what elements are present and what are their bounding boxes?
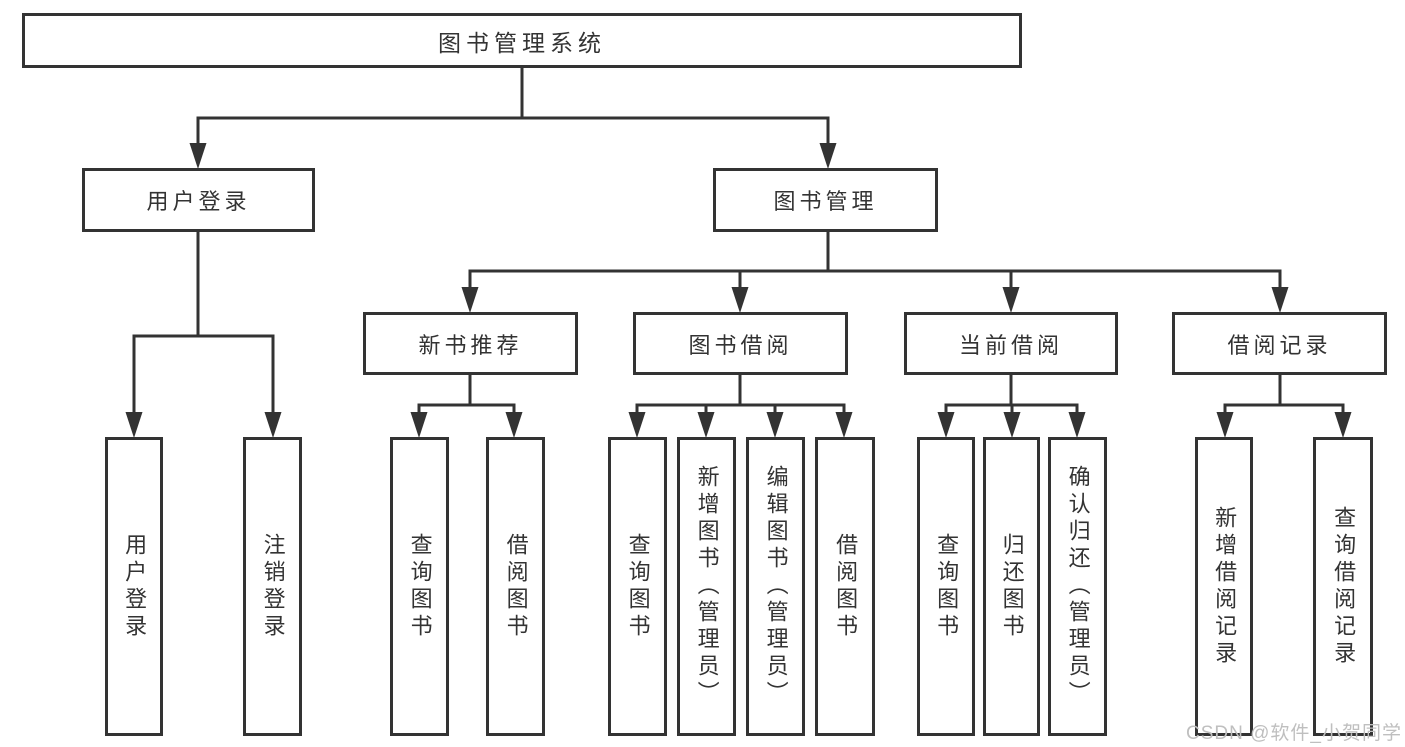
node-book-borrowing: 图书借阅	[633, 312, 848, 375]
arrow-down-icon	[937, 412, 955, 438]
connector-userlogin-to-leaves	[132, 232, 275, 416]
watermark: CSDN @软件_小贺同学	[1186, 723, 1402, 744]
node-user-login: 用户登录	[82, 168, 315, 232]
leaf-borrow-books-recommend: 借阅图书	[486, 437, 545, 736]
leaf-label: 新增图书（管理员）	[694, 465, 720, 708]
leaf-label: 查询图书	[934, 532, 960, 641]
node-current-borrowing-label: 当前借阅	[958, 332, 1063, 358]
leaf-query-books-borrowing: 查询图书	[608, 437, 667, 736]
node-root: 图书管理系统	[22, 13, 1022, 68]
node-book-management: 图书管理	[713, 168, 938, 232]
leaf-label: 查询图书	[407, 532, 433, 641]
leaf-label: 用户登录	[122, 532, 148, 641]
leaf-edit-book-admin: 编辑图书（管理员）	[746, 437, 805, 736]
arrow-down-icon	[505, 412, 523, 438]
leaf-query-borrow-record: 查询借阅记录	[1313, 437, 1373, 736]
arrow-down-icon	[1271, 287, 1289, 313]
node-borrowing-records: 借阅记录	[1172, 312, 1387, 375]
arrow-down-icon	[1216, 412, 1234, 438]
arrow-down-icon	[410, 412, 428, 438]
connector-recommend-to-leaves	[417, 375, 516, 416]
arrow-down-icon	[731, 287, 749, 313]
leaf-label: 借阅图书	[833, 532, 859, 641]
leaf-label: 归还图书	[999, 532, 1025, 641]
arrow-down-icon	[189, 143, 207, 169]
node-borrowing-records-label: 借阅记录	[1227, 332, 1332, 358]
arrow-down-icon	[1068, 412, 1086, 438]
node-new-book-recommend-label: 新书推荐	[418, 332, 523, 358]
arrow-down-icon	[264, 412, 282, 438]
arrow-down-icon	[819, 143, 837, 169]
node-book-management-label: 图书管理	[773, 189, 878, 214]
arrow-down-icon	[766, 412, 784, 438]
connector-bookmgmt-to-level3	[468, 232, 1282, 290]
arrow-down-icon	[697, 412, 715, 438]
connector-root-to-level2	[196, 68, 830, 145]
arrow-down-icon	[835, 412, 853, 438]
leaf-confirm-return-admin: 确认归还（管理员）	[1048, 437, 1107, 736]
arrow-down-icon	[1002, 287, 1020, 313]
leaf-logout: 注销登录	[243, 437, 302, 736]
leaf-label: 注销登录	[260, 532, 286, 641]
leaf-label: 新增借阅记录	[1212, 505, 1238, 668]
node-root-label: 图书管理系统	[438, 29, 606, 56]
connector-records-to-leaves	[1223, 375, 1345, 416]
arrow-down-icon	[461, 287, 479, 313]
leaf-borrow-books-borrowing: 借阅图书	[815, 437, 875, 736]
node-user-login-label: 用户登录	[146, 189, 251, 214]
leaf-query-books-recommend: 查询图书	[390, 437, 449, 736]
leaf-label: 确认归还（管理员）	[1065, 465, 1091, 708]
leaf-query-books-current: 查询图书	[917, 437, 975, 736]
leaf-add-borrow-record: 新增借阅记录	[1195, 437, 1253, 736]
leaf-user-login: 用户登录	[105, 437, 163, 736]
leaf-add-book-admin: 新增图书（管理员）	[677, 437, 736, 736]
connector-current-to-leaves	[944, 375, 1079, 416]
leaf-label: 借阅图书	[503, 532, 529, 641]
node-new-book-recommend: 新书推荐	[363, 312, 578, 375]
arrow-down-icon	[1334, 412, 1352, 438]
arrow-down-icon	[1003, 412, 1021, 438]
leaf-return-book: 归还图书	[983, 437, 1040, 736]
leaf-label: 查询图书	[625, 532, 651, 641]
arrow-down-icon	[125, 412, 143, 438]
node-book-borrowing-label: 图书借阅	[688, 332, 793, 358]
leaf-label: 查询借阅记录	[1331, 505, 1357, 668]
leaf-label: 编辑图书（管理员）	[763, 465, 789, 708]
node-current-borrowing: 当前借阅	[904, 312, 1118, 375]
connector-borrowing-to-leaves	[635, 375, 846, 416]
arrow-down-icon	[628, 412, 646, 438]
